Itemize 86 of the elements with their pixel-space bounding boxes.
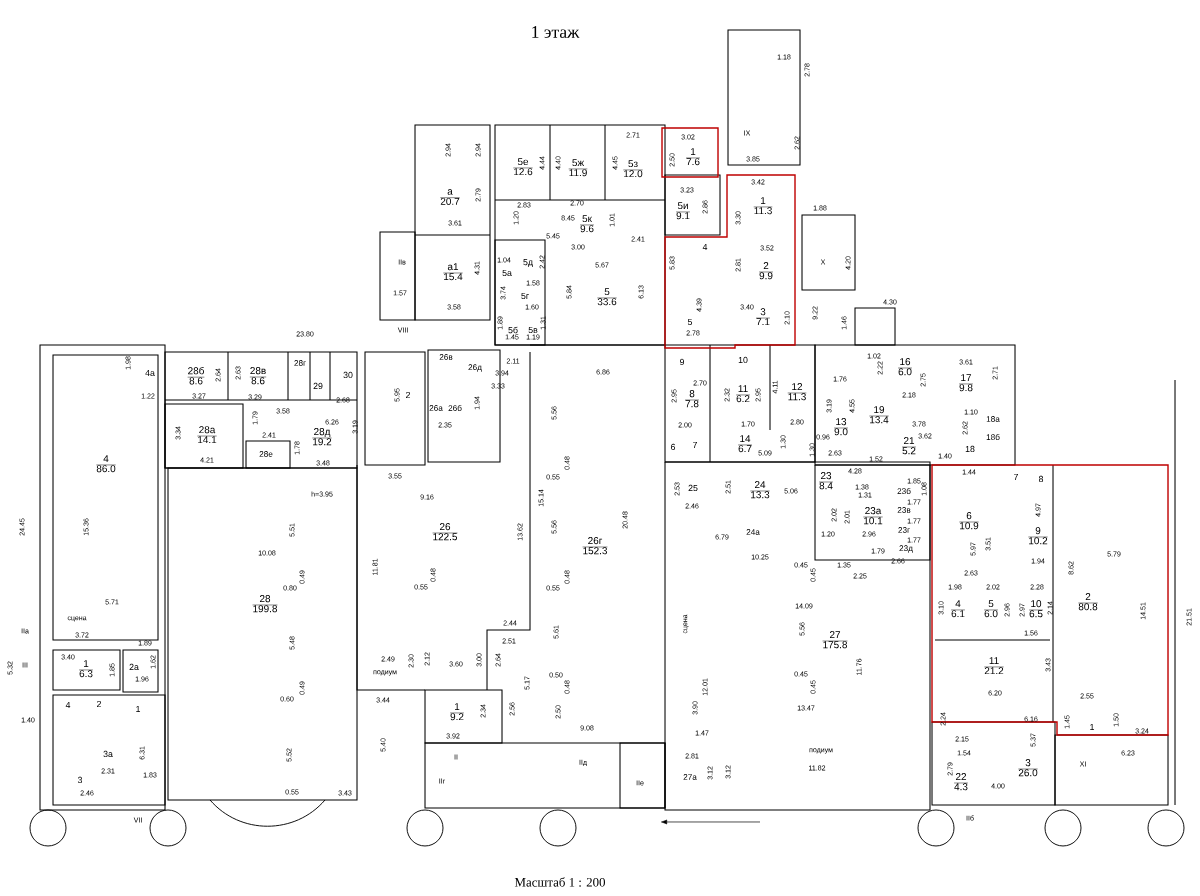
room-label: 17 9.8 bbox=[958, 374, 974, 392]
room-label: 5 33.6 bbox=[597, 288, 617, 306]
room-label: 23 8.4 bbox=[818, 472, 834, 490]
room-label: 5в bbox=[528, 326, 538, 334]
room-label: 1 11.3 bbox=[753, 197, 773, 215]
room-label: 4 bbox=[65, 701, 71, 708]
room-label: 12 11.3 bbox=[787, 383, 807, 401]
room-label: 3 bbox=[77, 776, 83, 784]
room-label: 11 21.2 bbox=[984, 657, 1004, 675]
room-label: 5г bbox=[521, 292, 529, 300]
room-label: 8 bbox=[1038, 475, 1044, 483]
room-label: 18а bbox=[986, 416, 1000, 422]
room-label: 1 bbox=[1090, 723, 1095, 730]
room-label: 18б bbox=[986, 433, 1000, 441]
room-label: 28б 8.6 bbox=[187, 366, 205, 385]
room-label: 26 122.5 bbox=[432, 523, 458, 541]
room-label: 2 9.9 bbox=[758, 262, 774, 280]
room-label: 9 bbox=[679, 358, 685, 366]
room-label: 10 bbox=[738, 356, 748, 364]
room-label: 4а bbox=[145, 369, 155, 377]
room-label: 8 7.8 bbox=[684, 390, 700, 408]
room-label: 3а bbox=[103, 750, 113, 758]
room-label: 3 26.0 bbox=[1018, 759, 1038, 777]
room-label: 28 199.8 bbox=[252, 595, 278, 613]
room-label: 14 6.7 bbox=[737, 435, 753, 453]
room-label: 26б bbox=[448, 404, 462, 412]
room-label: 11 6.2 bbox=[735, 385, 751, 403]
room-label: 23б bbox=[897, 487, 911, 495]
room-label: 24 13.3 bbox=[750, 481, 770, 499]
room-label: а1 15.4 bbox=[443, 263, 463, 281]
room-label: 5д bbox=[523, 259, 533, 267]
room-label: 27а bbox=[683, 774, 697, 780]
room-label: 5 6.0 bbox=[983, 600, 999, 618]
room-label: 5з 12.0 bbox=[623, 160, 643, 178]
room-label: 5б bbox=[508, 326, 518, 334]
room-label: 19 13.4 bbox=[869, 406, 889, 424]
room-label: 10 6.5 bbox=[1028, 600, 1044, 618]
room-label: 23д bbox=[899, 545, 913, 553]
room-label: 1 9.2 bbox=[449, 703, 465, 721]
room-label: 5к 9.6 bbox=[579, 215, 595, 233]
room-label: 26д bbox=[468, 364, 482, 372]
room-label: а 20.7 bbox=[440, 189, 460, 205]
room-label: 9 10.2 bbox=[1028, 527, 1048, 545]
room-label: 1 bbox=[136, 705, 141, 712]
room-label: 26г 152.3 bbox=[582, 537, 608, 555]
room-label: 29 bbox=[313, 382, 323, 390]
room-label: 28е bbox=[259, 451, 273, 457]
room-label: 7 bbox=[1014, 473, 1018, 480]
room-label: 30 bbox=[343, 371, 353, 379]
room-label: 22 4.3 bbox=[953, 773, 969, 791]
room-label: 4 6.1 bbox=[950, 600, 966, 618]
room-label: 3 7.1 bbox=[755, 308, 771, 326]
room-label: 6 10.9 bbox=[959, 512, 979, 530]
title: 1 этаж bbox=[532, 26, 580, 38]
room-label: 28д 19.2 bbox=[312, 428, 332, 446]
room-label: 2 bbox=[406, 391, 410, 399]
room-label: 27 175.8 bbox=[822, 631, 848, 649]
room-label: 1 6.3 bbox=[78, 660, 94, 678]
room-label: 18 bbox=[965, 445, 975, 453]
room-label: 4 bbox=[702, 243, 708, 250]
room-label: 23в bbox=[897, 507, 911, 513]
room-label: 25 bbox=[688, 484, 698, 492]
room-label: 23г bbox=[898, 527, 910, 533]
room-label: 2а bbox=[129, 663, 139, 671]
room-label: 5 bbox=[687, 318, 693, 326]
room-label: 28г bbox=[294, 360, 306, 366]
scale-caption: Масштаб 1 : 200 bbox=[514, 877, 605, 887]
room-label: 7 bbox=[693, 441, 697, 448]
room-label: 5ж 11.9 bbox=[568, 159, 588, 177]
room-label: 13 9.0 bbox=[833, 418, 849, 436]
room-label: 5е 12.6 bbox=[513, 158, 533, 176]
room-label: 2 bbox=[97, 700, 101, 708]
room-label: 28в 8.6 bbox=[249, 367, 267, 385]
room-label: 5а bbox=[502, 269, 512, 277]
room-label: 26в bbox=[439, 354, 453, 360]
room-label: 26а bbox=[429, 405, 443, 411]
room-label: 23а 10.1 bbox=[863, 507, 883, 525]
room-label: 16 6.0 bbox=[897, 358, 913, 376]
room-label: 28а 14.1 bbox=[197, 426, 217, 444]
room-label: 1 7.6 bbox=[685, 148, 701, 166]
room-label: 24а bbox=[746, 529, 760, 535]
room-label: 21 5.2 bbox=[901, 437, 917, 455]
room-label: 5и 9.1 bbox=[675, 202, 691, 220]
room-label: 4 86.0 bbox=[96, 455, 116, 473]
room-label: 6 bbox=[671, 443, 676, 451]
room-label: 2 80.8 bbox=[1078, 593, 1098, 611]
